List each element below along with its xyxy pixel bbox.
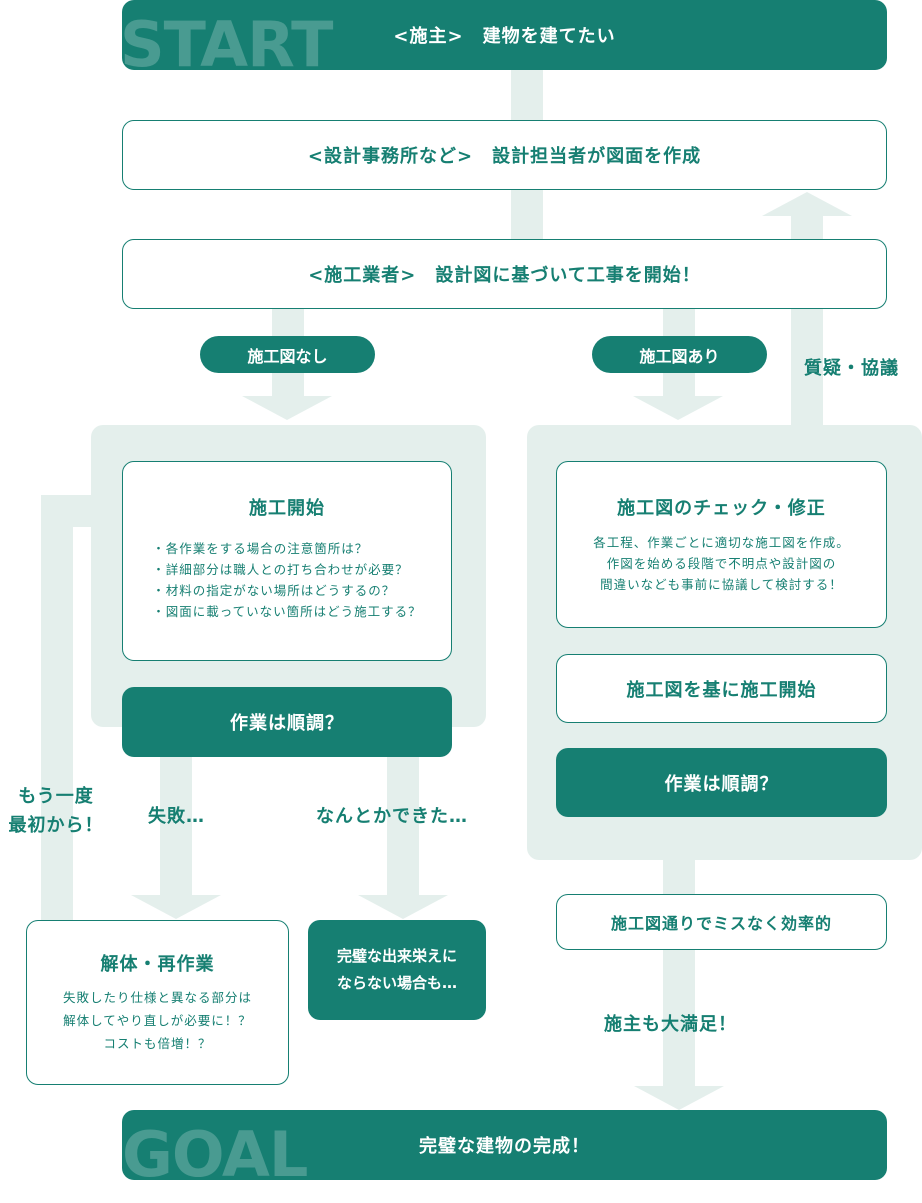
retry-line: もう一度 <box>18 786 94 807</box>
contractor-box: <施工業者> 設計図に基づいて工事を開始！ <box>122 239 887 309</box>
check-desc-line: 間違いなども事前に協議して検討する！ <box>600 577 843 592</box>
start-work-box: 施工開始 ・各作業をする場合の注意箇所は？ ・詳細部分は職人との打ち合わせが必要… <box>122 461 452 661</box>
bullet-item: ・詳細部分は職人との打ち合わせが必要？ <box>152 562 409 577</box>
question-text: 作業は順調？ <box>230 713 344 734</box>
efficient-text: 施工図通りでミスなく効率的 <box>610 914 832 933</box>
designer-text: <設計事務所など> 設計担当者が図面を作成 <box>307 146 702 167</box>
retry-label: もう一度 最初から！ <box>0 783 112 841</box>
arrow-down-icon <box>634 1086 724 1110</box>
no-drawing-pill: 施工図なし <box>200 336 375 373</box>
goal-watermark: GOAL <box>122 1118 308 1181</box>
start-work-title: 施工開始 <box>249 498 325 519</box>
retry-loop <box>41 495 73 920</box>
rework-line: コストも倍増！？ <box>103 1036 212 1051</box>
imperfect-line: ならない場合も… <box>336 974 457 992</box>
drawing-start-text: 施工図を基に施工開始 <box>626 679 817 701</box>
right-question-box: 作業は順調？ <box>556 748 887 817</box>
qa-label: 質疑・協議 <box>804 358 899 379</box>
rework-title: 解体・再作業 <box>100 954 215 975</box>
retry-loop <box>41 495 126 527</box>
contractor-text: <施工業者> 設計図に基づいて工事を開始！ <box>308 265 701 286</box>
with-drawing-pill: 施工図あり <box>592 336 767 373</box>
bullet-item: ・各作業をする場合の注意箇所は？ <box>152 541 369 556</box>
efficient-box: 施工図通りでミスなく効率的 <box>556 894 887 950</box>
goal-text: 完璧な建物の完成！ <box>419 1136 590 1157</box>
connector <box>160 757 192 897</box>
fail-label: 失敗… <box>148 806 205 827</box>
left-question-box: 作業は順調？ <box>122 687 452 757</box>
ok-label: なんとかできた… <box>316 806 468 827</box>
start-text: <施主> 建物を建てたい <box>393 26 616 47</box>
rework-line: 解体してやり直しが必要に！？ <box>63 1013 252 1028</box>
retry-line: 最初から！ <box>8 814 104 836</box>
start-box: START <施主> 建物を建てたい <box>122 0 887 70</box>
arrow-down-icon <box>358 895 448 919</box>
check-desc-line: 各工程、作業ごとに適切な施工図を作成。 <box>593 535 850 550</box>
imperfect-line: 完璧な出来栄えに <box>336 947 457 965</box>
arrow-down-icon <box>242 396 332 420</box>
arrow-down-icon <box>131 895 221 919</box>
check-title: 施工図のチェック・修正 <box>617 498 826 519</box>
drawing-start-box: 施工図を基に施工開始 <box>556 654 887 723</box>
arrow-down-icon <box>633 396 723 420</box>
question-text: 作業は順調？ <box>664 773 779 795</box>
rework-line: 失敗したり仕様と異なる部分は <box>62 990 252 1005</box>
arrow-down-icon <box>762 436 852 460</box>
rework-box: 解体・再作業 失敗したり仕様と異なる部分は 解体してやり直しが必要に！？ コスト… <box>26 920 289 1085</box>
designer-box: <設計事務所など> 設計担当者が図面を作成 <box>122 120 887 190</box>
imperfect-box: 完璧な出来栄えに ならない場合も… <box>308 920 486 1020</box>
bullet-item: ・材料の指定がない場所はどうするの？ <box>152 583 396 598</box>
bullet-item: ・図面に載っていない箇所はどう施工する？ <box>152 604 422 619</box>
start-watermark: START <box>122 8 333 71</box>
arrow-up-icon <box>762 192 852 216</box>
satisfied-label: 施主も大満足！ <box>604 1014 737 1035</box>
check-desc-line: 作図を始める段階で不明点や設計図の <box>606 556 837 571</box>
goal-box: GOAL 完璧な建物の完成！ <box>122 1110 887 1180</box>
connector <box>387 757 419 897</box>
check-box: 施工図のチェック・修正 各工程、作業ごとに適切な施工図を作成。 作図を始める段階… <box>556 461 887 628</box>
